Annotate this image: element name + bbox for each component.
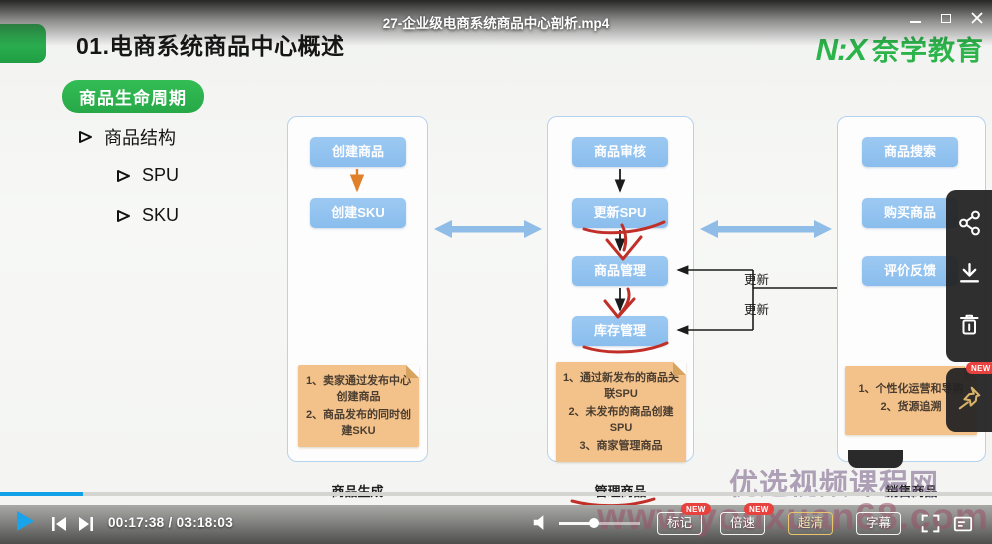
mark-new-badge: NEW — [681, 503, 711, 515]
note-line: 3、商家管理商品 — [579, 439, 663, 452]
progress-bar[interactable] — [0, 492, 992, 496]
note-line: 1、通过新发布的商品关联SPU — [562, 372, 680, 400]
minimize-button[interactable] — [906, 9, 924, 27]
connector-label: 更新 — [744, 302, 769, 317]
speed-new-badge: NEW — [744, 503, 774, 515]
pin-icon[interactable] — [956, 385, 982, 416]
side-toolbar — [946, 190, 992, 362]
outline-item-sku: SKU — [116, 205, 179, 226]
time-display: 00:17:38 / 03:18:03 — [108, 515, 234, 530]
flow-box: 评价反馈 — [862, 256, 958, 286]
lifecycle-badge: 商品生命周期 — [62, 80, 204, 113]
arrow-bullet-icon — [116, 209, 131, 223]
volume-slider-rest[interactable] — [594, 522, 640, 525]
column-label: 商品生成 — [287, 481, 428, 500]
close-button[interactable] — [968, 9, 986, 27]
dark-marker-chip — [848, 450, 903, 468]
note-line: 1、个性化运营和导购 — [858, 383, 964, 395]
flow-box: 创建SKU — [310, 198, 406, 228]
flow-box: 库存管理 — [572, 316, 668, 346]
flow-box: 商品搜索 — [862, 137, 958, 167]
previous-icon[interactable] — [49, 514, 69, 539]
note-line: 2、未发布的商品创建SPU — [568, 405, 674, 434]
speed-button[interactable]: 倍速 — [720, 512, 766, 535]
quality-button[interactable]: 超清 — [788, 512, 834, 535]
update-connector-lines — [676, 265, 837, 335]
video-title: 27-企业级电商系统商品中心剖析.mp4 — [382, 16, 610, 31]
arrow-bullet-icon — [78, 130, 93, 144]
note-line: 2、商品发布的同时创建SKU — [305, 408, 412, 437]
outline-label: SPU — [142, 165, 180, 185]
share-icon[interactable] — [957, 210, 982, 241]
flow-box: 创建商品 — [310, 137, 406, 167]
arrow-bullet-icon — [116, 169, 131, 183]
play-button[interactable] — [17, 511, 34, 531]
playlist-icon[interactable] — [952, 514, 974, 539]
download-icon[interactable] — [957, 261, 982, 291]
pin-new-badge: NEW — [966, 362, 992, 374]
flow-box: 更新SPU — [572, 198, 668, 228]
volume-handle[interactable] — [589, 518, 599, 528]
trash-icon[interactable] — [957, 312, 981, 342]
next-icon[interactable] — [76, 514, 96, 539]
volume-slider-filled[interactable] — [559, 522, 594, 525]
flow-box: 商品管理 — [572, 256, 668, 286]
note-line: 1、卖家通过发布中心创建商品 — [305, 375, 412, 403]
outline-label: SKU — [142, 205, 180, 225]
window-title-bar: 27-企业级电商系统商品中心剖析.mp4 — [0, 0, 992, 46]
outline-item-spu: SPU — [116, 165, 179, 186]
fullscreen-icon[interactable] — [920, 513, 941, 539]
progress-played — [0, 492, 84, 496]
player-control-bar — [0, 505, 992, 544]
subtitle-button[interactable]: 字幕 — [856, 512, 902, 535]
volume-icon[interactable] — [531, 512, 553, 539]
connector-label: 更新 — [744, 272, 769, 287]
outline-item-structure: 商品结构 — [78, 124, 176, 150]
note-card: 1、卖家通过发布中心创建商品 2、商品发布的同时创建SKU — [298, 365, 419, 447]
maximize-button[interactable] — [937, 9, 955, 27]
mark-button[interactable]: 标记 — [657, 512, 703, 535]
outline-label: 商品结构 — [104, 128, 176, 148]
note-card: 1、通过新发布的商品关联SPU 2、未发布的商品创建SPU 3、商家管理商品 — [556, 362, 686, 462]
pin-panel — [946, 368, 992, 432]
flow-box: 购买商品 — [862, 198, 958, 228]
note-line: 2、货源追溯 — [880, 400, 942, 413]
flow-box: 商品审核 — [572, 137, 668, 167]
